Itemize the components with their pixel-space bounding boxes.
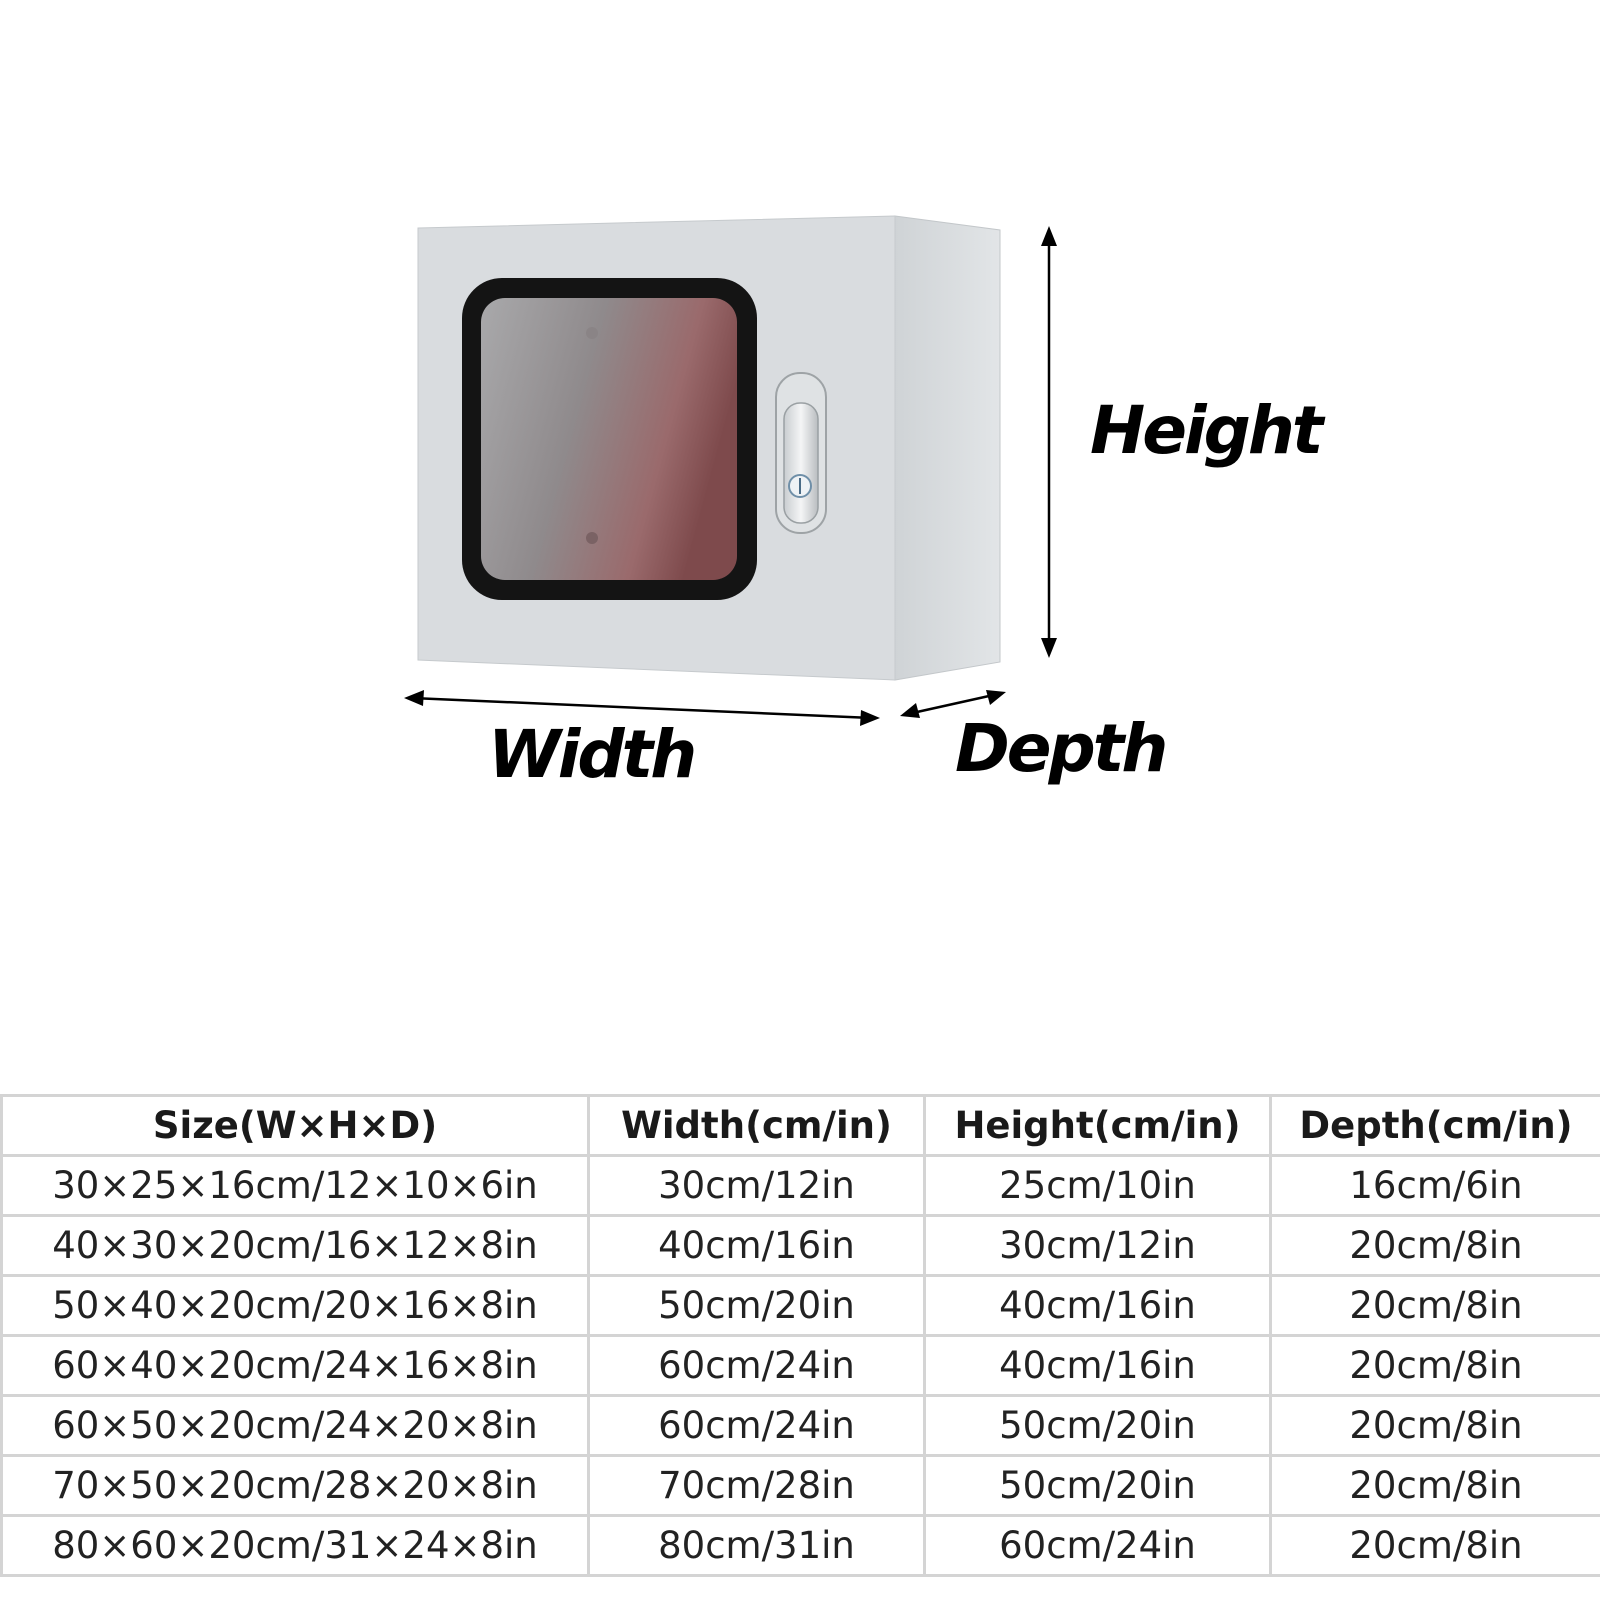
cell-height: 30cm/12in	[923, 1214, 1272, 1277]
enclosure-illustration	[404, 215, 1057, 726]
cell-depth: 20cm/8in	[1269, 1514, 1600, 1577]
cell-width: 50cm/20in	[587, 1274, 926, 1337]
cell-height: 50cm/20in	[923, 1394, 1272, 1457]
header-depth: Depth(cm/in)	[1269, 1094, 1600, 1157]
window-screw-top	[586, 327, 598, 339]
window-screw-bottom	[586, 532, 598, 544]
enclosure-side-panel	[894, 215, 1001, 681]
cell-height: 60cm/24in	[923, 1514, 1272, 1577]
cell-size: 60×50×20cm/24×20×8in	[0, 1394, 590, 1457]
cell-width: 40cm/16in	[587, 1214, 926, 1277]
cell-size: 70×50×20cm/28×20×8in	[0, 1454, 590, 1517]
viewing-window-glass	[481, 298, 737, 580]
cell-depth: 16cm/6in	[1269, 1154, 1600, 1217]
cell-height: 40cm/16in	[923, 1274, 1272, 1337]
cell-height: 40cm/16in	[923, 1334, 1272, 1397]
cell-width: 60cm/24in	[587, 1334, 926, 1397]
height-label: Height	[1090, 392, 1323, 469]
header-height: Height(cm/in)	[923, 1094, 1272, 1157]
cell-width: 70cm/28in	[587, 1454, 926, 1517]
depth-arrow	[907, 692, 999, 716]
cell-width: 80cm/31in	[587, 1514, 926, 1577]
table-row: 50×40×20cm/20×16×8in 50cm/20in 40cm/16in…	[0, 1274, 1600, 1337]
cell-size: 50×40×20cm/20×16×8in	[0, 1274, 590, 1337]
cell-size: 40×30×20cm/16×12×8in	[0, 1214, 590, 1277]
table-row: 40×30×20cm/16×12×8in 40cm/16in 30cm/12in…	[0, 1214, 1600, 1277]
table-row: 60×50×20cm/24×20×8in 60cm/24in 50cm/20in…	[0, 1394, 1600, 1457]
cell-height: 25cm/10in	[923, 1154, 1272, 1217]
size-specification-table: Size(W×H×D) Width(cm/in) Height(cm/in) D…	[0, 1094, 1600, 1577]
cell-size: 30×25×16cm/12×10×6in	[0, 1154, 590, 1217]
table-row: 80×60×20cm/31×24×8in 80cm/31in 60cm/24in…	[0, 1514, 1600, 1577]
table-header-row: Size(W×H×D) Width(cm/in) Height(cm/in) D…	[0, 1094, 1600, 1157]
table-row: 30×25×16cm/12×10×6in 30cm/12in 25cm/10in…	[0, 1154, 1600, 1217]
door-handle	[783, 402, 819, 524]
cell-size: 80×60×20cm/31×24×8in	[0, 1514, 590, 1577]
cell-depth: 20cm/8in	[1269, 1274, 1600, 1337]
electrical-enclosure-box	[417, 215, 1001, 681]
table-row: 70×50×20cm/28×20×8in 70cm/28in 50cm/20in…	[0, 1454, 1600, 1517]
cell-depth: 20cm/8in	[1269, 1394, 1600, 1457]
header-size: Size(W×H×D)	[0, 1094, 590, 1157]
cell-width: 30cm/12in	[587, 1154, 926, 1217]
cell-depth: 20cm/8in	[1269, 1214, 1600, 1277]
table-row: 60×40×20cm/24×16×8in 60cm/24in 40cm/16in…	[0, 1334, 1600, 1397]
width-label: Width	[488, 716, 697, 793]
cell-depth: 20cm/8in	[1269, 1454, 1600, 1517]
depth-label: Depth	[955, 710, 1168, 787]
dimension-arrows	[404, 226, 1057, 726]
cell-depth: 20cm/8in	[1269, 1334, 1600, 1397]
header-width: Width(cm/in)	[587, 1094, 926, 1157]
width-arrow	[411, 696, 873, 720]
cell-height: 50cm/20in	[923, 1454, 1272, 1517]
cell-width: 60cm/24in	[587, 1394, 926, 1457]
cell-size: 60×40×20cm/24×16×8in	[0, 1334, 590, 1397]
